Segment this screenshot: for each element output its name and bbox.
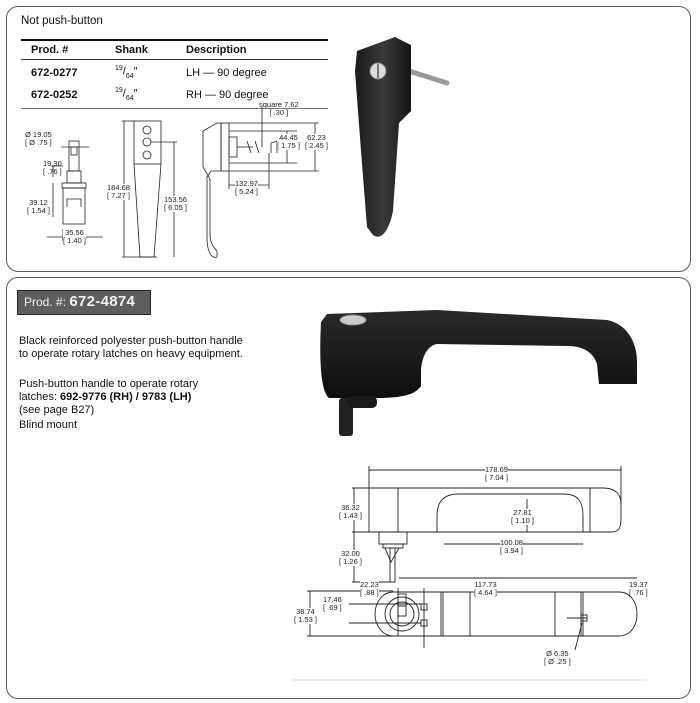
dim-shaft: 32.00[ 1.26 ] (339, 549, 362, 566)
notes-line-3: (see page B27) (19, 404, 95, 416)
shank-value: 19/64″ (115, 65, 138, 80)
prod-number-badge: Prod. #: 672-4874 (17, 290, 151, 315)
dim-grip-length: 100.08[ 3.94 ] (500, 538, 523, 555)
section-title: Not push-button (21, 15, 103, 27)
vertical-handle-photo (355, 37, 450, 237)
prod-number: 672-0277 (31, 66, 78, 79)
dim-35-56: 35.56[ 1.40 ] (63, 228, 86, 245)
notes-line-1: Push-button handle to operate rotary (19, 378, 199, 390)
spec-table: Prod. # Shank Description 672-0277 19/64… (21, 39, 328, 109)
description-line-2: to operate rotary latches on heavy equip… (19, 348, 243, 360)
dim-height: 36.32[ 1.43 ] (339, 503, 362, 520)
table-row: 672-0252 19/64″ RH — 90 degree (21, 83, 328, 109)
col-header-shank: Shank (115, 39, 186, 60)
dim-19-30: 19.30[ .76 ] (43, 159, 62, 176)
description: RH — 90 degree (186, 83, 328, 109)
dim-17-46: 17.46[ .69 ] (323, 595, 342, 612)
badge-number: 672-4874 (69, 293, 136, 310)
dim-132-97: 132.97[ 5.24 ] (235, 179, 258, 196)
col-header-prod: Prod. # (21, 39, 115, 60)
dim-22-23: 22.23[ .88 ] (360, 580, 379, 597)
dim-square: square 7.62[ .30 ] (259, 100, 299, 117)
dim-62-23: 62.23[ 2.45 ] (305, 133, 328, 150)
description: LH — 90 degree (186, 66, 267, 79)
dim-184-68: 184.68[ 7.27 ] (107, 183, 130, 200)
prod-number: 672-0252 (21, 83, 115, 109)
col-header-description: Description (186, 39, 328, 60)
table-row: 672-0277 19/64″ LH — 90 degree (21, 60, 328, 84)
panel-not-push-button: Not push-button Prod. # Shank Descriptio… (6, 6, 691, 272)
shank-value: 19/64″ (115, 83, 186, 109)
dim-153-56: 153.56[ 6.05 ] (164, 195, 187, 212)
horizontal-handle-photo (320, 310, 637, 436)
badge-label: Prod. #: (24, 295, 67, 309)
dim-diameter: Ø 19.05[ Ø .75 ] (25, 130, 52, 147)
dim-19-37: 19.37[ .76 ] (629, 580, 648, 597)
dim-overall-length: 178.69[ 7.04 ] (485, 465, 508, 482)
technical-drawing (292, 466, 647, 681)
dim-39-12: 39.12[ 1.54 ] (27, 198, 50, 215)
dim-width: 38.74[ 1.53 ] (294, 607, 317, 624)
dim-117-73: 117.73[ 4.64 ] (474, 580, 497, 597)
panel-push-button: Prod. #: 672-4874 Black reinforced polye… (6, 277, 691, 699)
description-line-1: Black reinforced polyester push-button h… (19, 335, 243, 347)
side-view-drawing (47, 107, 319, 258)
notes-line-4: Blind mount (19, 419, 78, 431)
notes-line-2: latches: 692-9776 (RH) / 9783 (LH) (19, 391, 192, 403)
dim-44-45: 44.45[ 1.75 ] (277, 133, 300, 150)
dim-grip-depth: 27.81[ 1.10 ] (511, 508, 534, 525)
dim-hole-diameter: Ø 6.35[ Ø .25 ] (544, 649, 571, 666)
